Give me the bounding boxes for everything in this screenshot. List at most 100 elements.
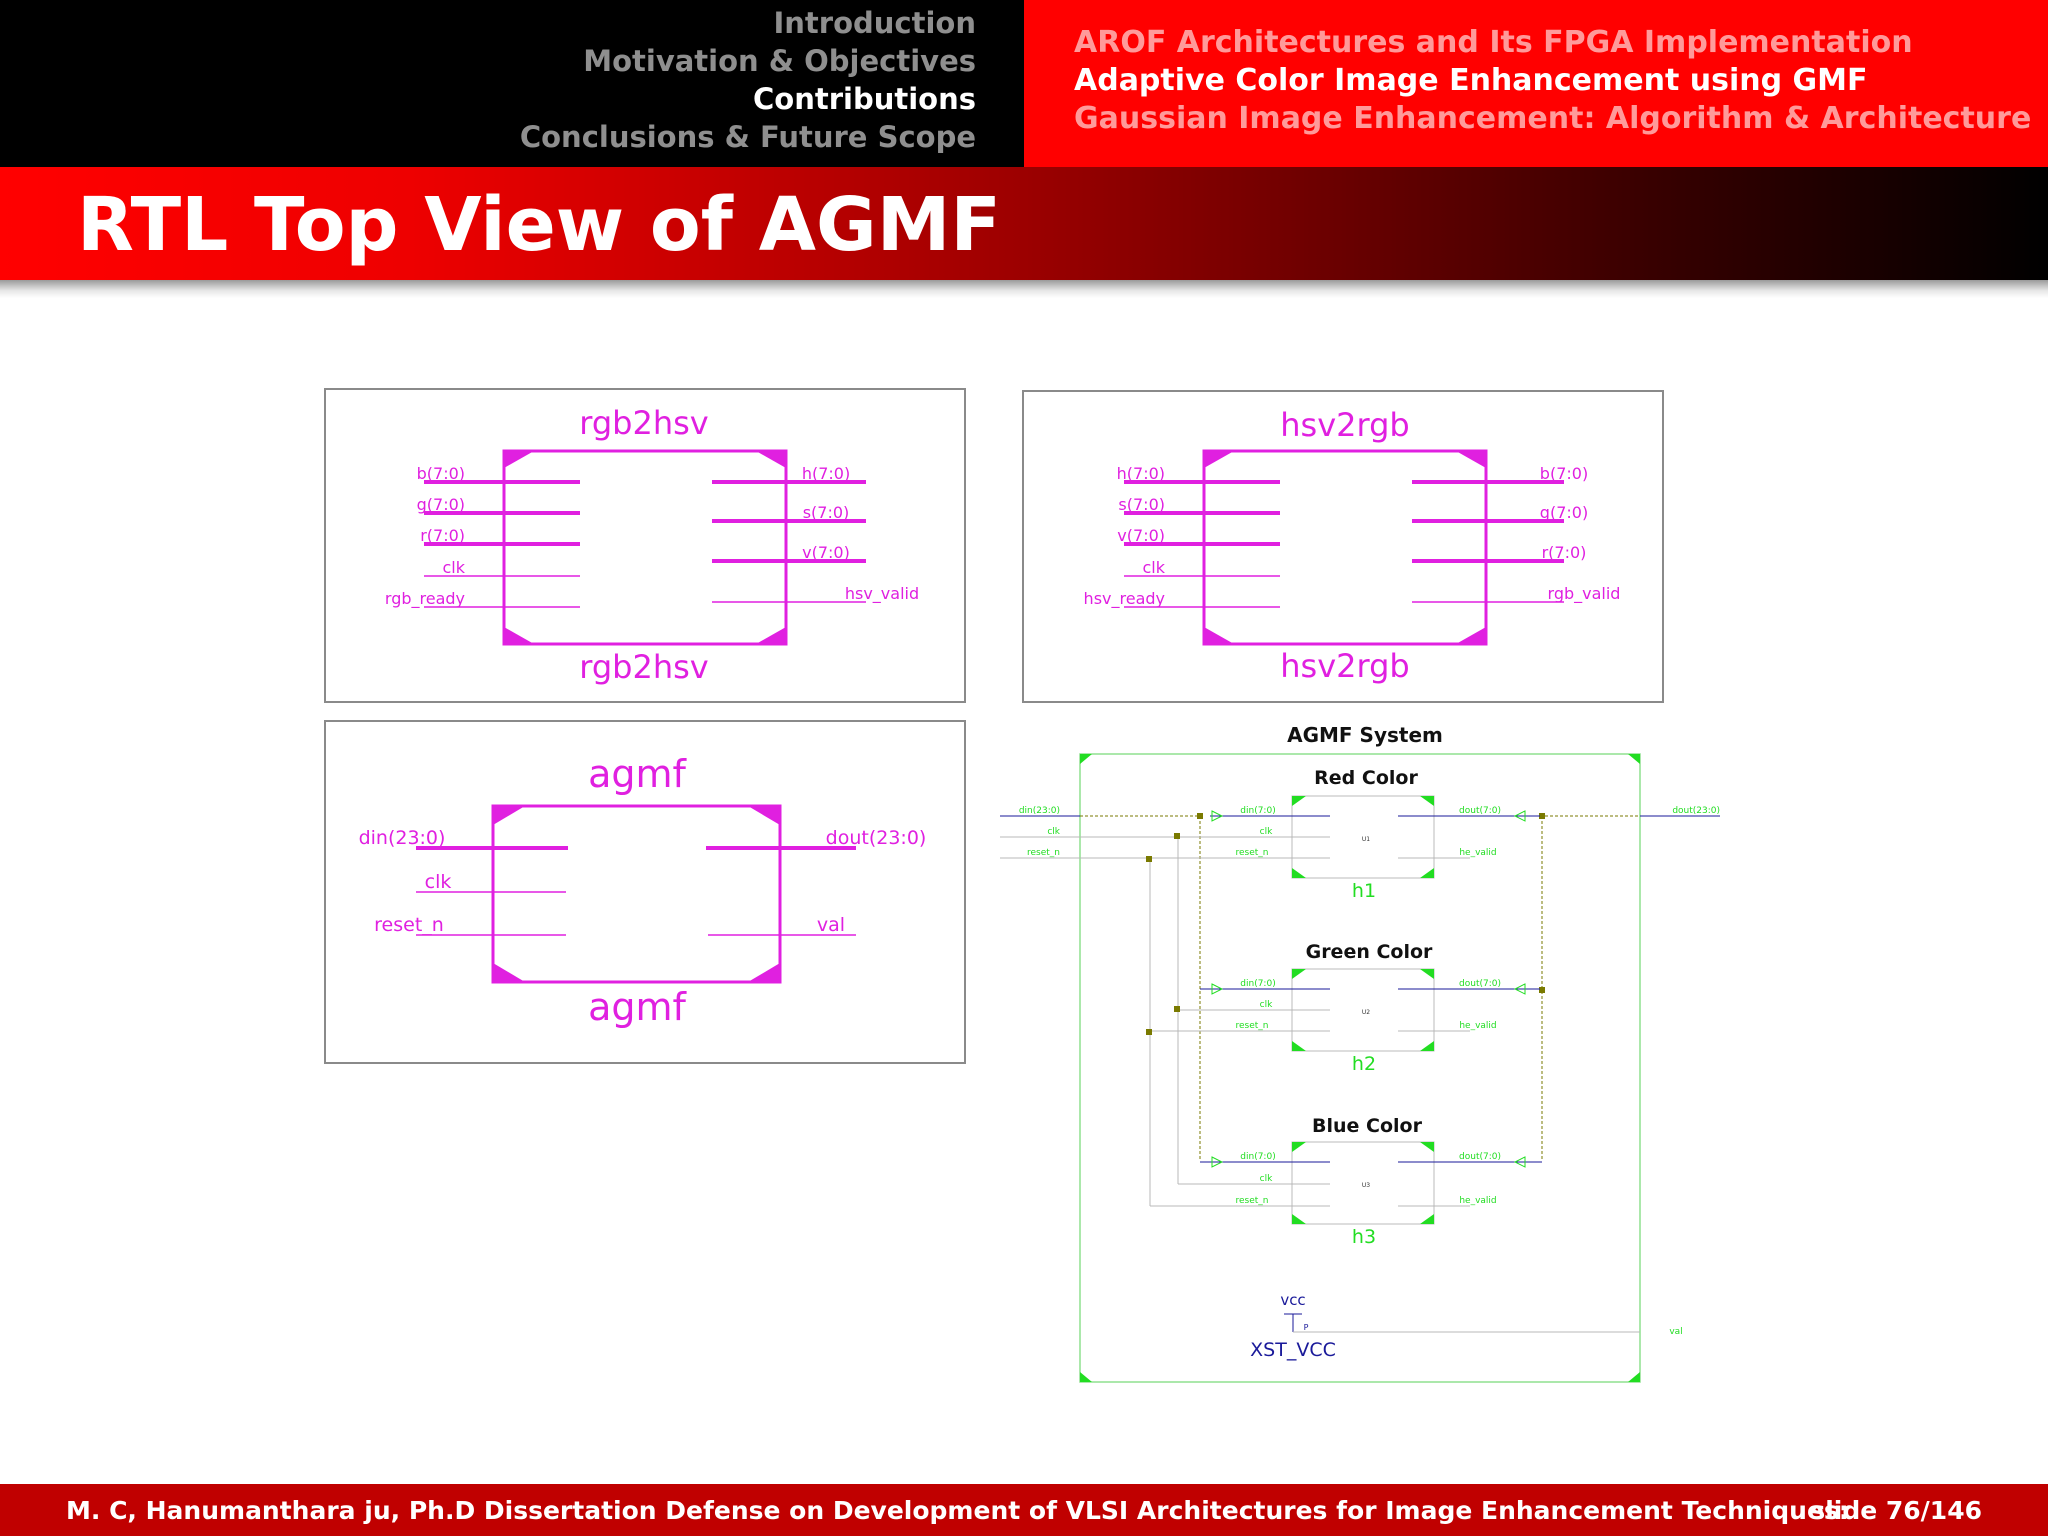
vcc-label: vcc (1280, 1291, 1305, 1309)
rgb2hsv-pin-b: b(7:0) (417, 464, 465, 483)
hsv2rgb-corner-tr (1456, 451, 1486, 468)
nav-subsection-arof[interactable]: AROF Architectures and Its FPGA Implemen… (1074, 25, 1913, 60)
nav-section-contributions[interactable]: Contributions (753, 82, 976, 116)
junction-dout (1539, 813, 1545, 819)
channel-blue: Blue Color din(7:0) clk reset_n dout(7:0… (1150, 1115, 1542, 1248)
system-port-clk: clk (1047, 827, 1060, 837)
blue-pin-dout: dout(7:0) (1459, 1152, 1501, 1162)
red-in-arrow-icon (1211, 810, 1224, 822)
channel-heading-red: Red Color (1314, 767, 1418, 789)
agmf-pin-clk: clk (425, 871, 452, 893)
blue-instance-name: h3 (1352, 1226, 1376, 1248)
rgb2hsv-top-label: rgb2hsv (579, 404, 708, 442)
system-corner-bl (1080, 1372, 1092, 1382)
junction-clk-2 (1174, 1006, 1180, 1012)
rgb2hsv-pin-s: s(7:0) (803, 503, 850, 522)
red-corner-bl (1292, 868, 1306, 878)
hsv2rgb-pin-h: h(7:0) (1117, 464, 1165, 483)
hsv2rgb-pin-v: v(7:0) (1117, 526, 1165, 545)
channel-block-blue (1291, 1141, 1435, 1225)
rgb2hsv-bottom-label: rgb2hsv (579, 648, 708, 686)
green-pin-din: din(7:0) (1240, 979, 1275, 989)
rgb2hsv-pin-hsv-valid: hsv_valid (845, 584, 919, 604)
hsv2rgb-pin-hsv-ready: hsv_ready (1084, 589, 1165, 609)
rgb2hsv-pin-clk: clk (442, 558, 465, 577)
agmf-corner-tr (748, 806, 780, 825)
rgb2hsv-panel: rgb2hsv rgb2hsv b(7:0) g(7:0) r(7:0) clk… (324, 388, 966, 703)
red-corner-tl (1292, 796, 1306, 806)
nav-section-introduction[interactable]: Introduction (773, 6, 977, 40)
system-port-din: din(23:0) (1019, 806, 1060, 816)
green-pin-he-valid: he_valid (1459, 1021, 1496, 1031)
agmf-block (491, 804, 782, 984)
red-instance-name: h1 (1352, 880, 1376, 902)
hsv2rgb-top-label: hsv2rgb (1280, 406, 1409, 444)
system-corner-tr (1628, 754, 1640, 764)
agmf-panel: agmf agmf din(23:0) clk reset_n dout(23:… (324, 720, 966, 1064)
nav-sections-panel: Introduction Motivation & Objectives Con… (0, 0, 1024, 167)
hsv2rgb-schematic: hsv2rgb hsv2rgb h(7:0) s(7:0) v(7:0) clk… (1084, 406, 1621, 685)
agmf-pin-din: din(23:0) (359, 827, 446, 849)
red-unit-label: U1 (1362, 836, 1370, 843)
hsv2rgb-pin-clk: clk (1142, 558, 1165, 577)
blue-corner-tr (1420, 1142, 1434, 1152)
slide-title: RTL Top View of AGMF (77, 182, 1001, 268)
rgb2hsv-pin-r: r(7:0) (420, 526, 465, 545)
red-pin-din: din(7:0) (1240, 806, 1275, 816)
green-corner-tl (1292, 969, 1306, 979)
blue-pin-clk: clk (1260, 1174, 1273, 1184)
system-corner-tl (1080, 754, 1092, 764)
nav-subsection-agmf[interactable]: Adaptive Color Image Enhancement using G… (1074, 63, 1868, 98)
agmf-system-diagram: AGMF System din(23:0) clk reset_n dout(2… (1000, 718, 1740, 1388)
red-corner-tr (1420, 796, 1434, 806)
red-pin-clk: clk (1260, 827, 1273, 837)
blue-corner-br (1420, 1214, 1434, 1224)
junction-clk (1174, 833, 1180, 839)
hsv2rgb-block (1202, 449, 1488, 646)
hsv2rgb-pin-g: g(7:0) (1540, 503, 1588, 522)
rgb2hsv-pin-v: v(7:0) (802, 543, 850, 562)
nav-subsection-gaussian[interactable]: Gaussian Image Enhancement: Algorithm & … (1074, 101, 2032, 136)
rgb2hsv-pin-g: g(7:0) (417, 495, 465, 514)
system-port-dout: dout(23:0) (1672, 806, 1720, 816)
agmf-pin-val: val (817, 914, 845, 936)
xst-vcc-label: XST_VCC (1250, 1339, 1336, 1361)
green-pin-reset-n: reset_n (1236, 1021, 1269, 1031)
hsv2rgb-panel: hsv2rgb hsv2rgb h(7:0) s(7:0) v(7:0) clk… (1022, 390, 1664, 703)
green-pin-dout: dout(7:0) (1459, 979, 1501, 989)
title-shadow (0, 280, 2048, 298)
channel-green: Green Color din(7:0) clk reset_n dout(7:… (1152, 941, 1540, 1075)
hsv2rgb-pin-r: r(7:0) (1542, 543, 1587, 562)
hsv2rgb-pin-s: s(7:0) (1118, 495, 1165, 514)
green-corner-tr (1420, 969, 1434, 979)
channel-heading-blue: Blue Color (1312, 1115, 1423, 1137)
agmf-pin-reset-n: reset_n (374, 914, 444, 936)
green-out-arrow-icon (1513, 983, 1526, 995)
hsv2rgb-pin-b: b(7:0) (1540, 464, 1588, 483)
title-bar (0, 167, 2048, 280)
agmf-pin-dout: dout(23:0) (826, 827, 927, 849)
nav-section-conclusions[interactable]: Conclusions & Future Scope (519, 120, 976, 154)
red-pin-dout: dout(7:0) (1459, 806, 1501, 816)
rgb2hsv-corner-tr (756, 451, 786, 468)
rgb2hsv-corner-bl (504, 627, 534, 644)
blue-out-arrow-icon (1513, 1156, 1526, 1168)
red-pin-he-valid: he_valid (1459, 848, 1496, 858)
blue-pin-he-valid: he_valid (1459, 1196, 1496, 1206)
channel-red: Red Color din(7:0) clk reset_n dout(7:0)… (1152, 767, 1540, 902)
vcc-source: vcc P XST_VCC (1250, 1291, 1336, 1361)
footer-citation: M. C, Hanumanthara ju, Ph.D Dissertation… (66, 1496, 1849, 1525)
agmf-corner-bl (493, 963, 525, 982)
red-corner-br (1420, 868, 1434, 878)
rgb2hsv-corner-br (756, 627, 786, 644)
slide-number: slide 76/146 (1810, 1496, 1982, 1525)
red-out-arrow-icon (1513, 810, 1526, 822)
system-frame (1079, 753, 1641, 1383)
green-corner-br (1420, 1041, 1434, 1051)
agmf-schematic: agmf agmf din(23:0) clk reset_n dout(23:… (359, 752, 927, 1029)
green-instance-name: h2 (1352, 1053, 1376, 1075)
agmf-system-schematic: AGMF System din(23:0) clk reset_n dout(2… (1000, 723, 1720, 1383)
rgb2hsv-pin-rgb-ready: rgb_ready (385, 589, 465, 609)
nav-section-motivation[interactable]: Motivation & Objectives (583, 44, 976, 78)
green-corner-bl (1292, 1041, 1306, 1051)
